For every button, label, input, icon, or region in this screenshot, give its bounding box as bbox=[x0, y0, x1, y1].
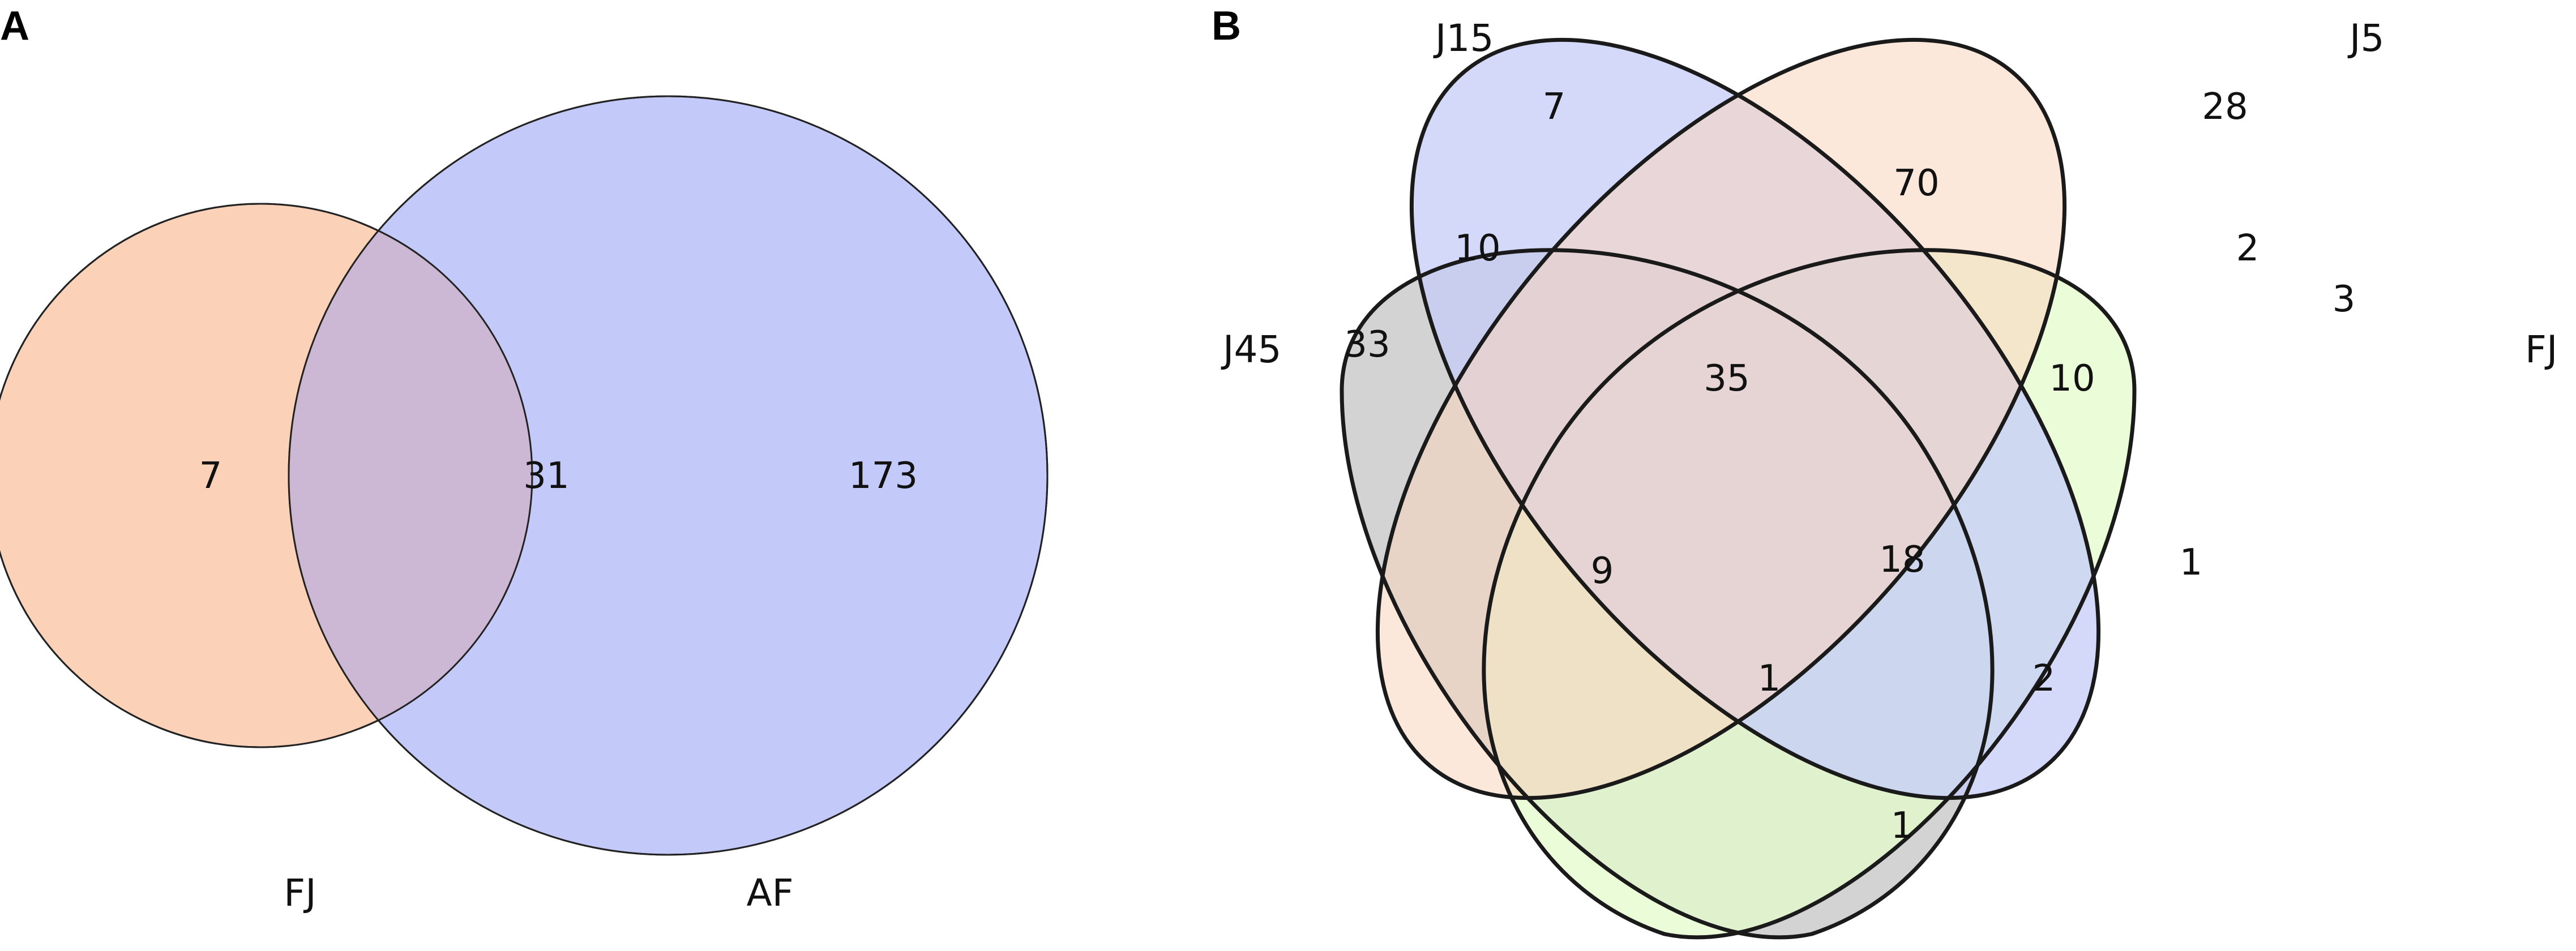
region-j15-j5-j45: 35 bbox=[1704, 358, 1749, 400]
region-j5-fj: 2 bbox=[2236, 228, 2260, 269]
panel-b: B J15 J5 J45 FJ 7 28 70 10 2 33 3 35 10 … bbox=[1212, 0, 2557, 937]
region-all: 18 bbox=[1879, 539, 1925, 581]
set-fj-outline bbox=[0, 203, 533, 748]
set-label-j15: J15 bbox=[1433, 16, 1494, 60]
region-af-only: 173 bbox=[849, 455, 918, 497]
set-label-fj-b: FJ bbox=[2525, 328, 2557, 371]
region-fj-only-b: 3 bbox=[2333, 279, 2356, 320]
region-j5-j45: 9 bbox=[1591, 550, 1614, 592]
set-label-j5: J5 bbox=[2347, 16, 2384, 60]
region-j15-only: 7 bbox=[1543, 86, 1566, 128]
region-fj-only: 7 bbox=[199, 455, 222, 497]
region-j5-j45-fj: 1 bbox=[1758, 658, 1781, 700]
set-label-af: AF bbox=[746, 871, 793, 915]
region-j15-j45-fj: 2 bbox=[2032, 658, 2056, 700]
panel-a-letter: A bbox=[0, 3, 29, 49]
panel-b-letter: B bbox=[1212, 3, 1241, 49]
region-j15-j45: 10 bbox=[1454, 228, 1500, 269]
region-j15-fj: 1 bbox=[2180, 542, 2203, 584]
panel-a: A 7 31 173 FJ AF bbox=[0, 3, 1049, 915]
set-af-outline bbox=[288, 95, 1049, 856]
region-fj-af: 31 bbox=[523, 455, 569, 497]
set-label-fj: FJ bbox=[284, 871, 316, 915]
set-label-j45: J45 bbox=[1221, 328, 1281, 371]
region-j15-j5-fj: 10 bbox=[2049, 358, 2095, 400]
region-j45-only: 33 bbox=[1344, 324, 1390, 366]
region-j15-j5: 70 bbox=[1893, 162, 1939, 204]
region-j5-only: 28 bbox=[2202, 86, 2248, 128]
region-j45-fj: 1 bbox=[1891, 805, 1914, 847]
